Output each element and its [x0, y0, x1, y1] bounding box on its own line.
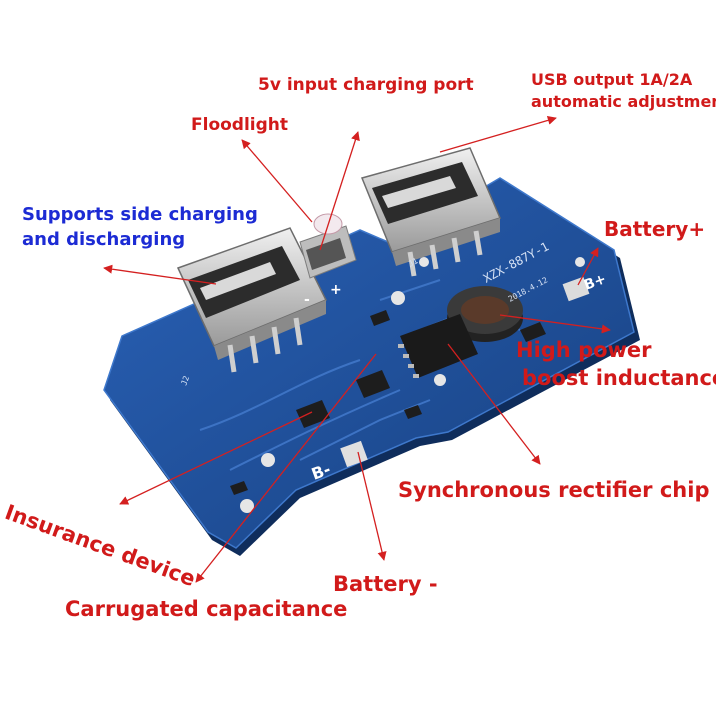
arrow-battery-plus: [577, 247, 599, 286]
arrow-input-port: [319, 131, 360, 251]
arrow-battery-minus: [357, 451, 387, 561]
arrow-side-charging: [103, 264, 217, 285]
label-inductance-line2: boost inductance: [522, 366, 716, 390]
label-capacitance: Carrugated capacitance: [65, 597, 348, 621]
label-battery-minus: Battery -: [333, 572, 438, 596]
silk-minus: -: [304, 292, 310, 308]
label-side-charging-line2: and discharging: [22, 229, 186, 250]
rectifier-chip: [398, 314, 478, 378]
callout-arrows: [103, 115, 611, 583]
label-usb-output-line2: automatic adjustmen: [531, 92, 716, 111]
label-rectifier-chip: Synchronous rectifier chip: [398, 478, 710, 502]
label-input-port: 5v input charging port: [258, 75, 474, 95]
silk-bplus: B+: [582, 271, 609, 294]
label-battery-plus: Battery+: [604, 217, 706, 241]
usb-port-right: [360, 147, 502, 277]
arrow-inductance: [499, 314, 611, 334]
silk-j1: J1: [407, 256, 420, 269]
label-floodlight: Floodlight: [191, 115, 289, 135]
arrow-insurance: [119, 411, 313, 505]
label-usb-output-line1: USB output 1A/2A: [531, 70, 693, 89]
arrow-usb-output: [439, 115, 557, 153]
usb-port-left: [176, 227, 328, 373]
silk-j2: J2: [179, 374, 191, 386]
arrow-capacitance: [195, 353, 377, 583]
arrow-rectifier: [447, 343, 541, 465]
label-inductance-line1: High power: [516, 338, 652, 362]
silk-plus: +: [330, 282, 342, 298]
micro-usb-port: [299, 213, 357, 279]
small-components: [230, 310, 546, 495]
label-side-charging-line1: Supports side charging: [22, 204, 258, 225]
pcb-vias: [240, 257, 585, 513]
arrow-floodlight: [241, 139, 313, 223]
